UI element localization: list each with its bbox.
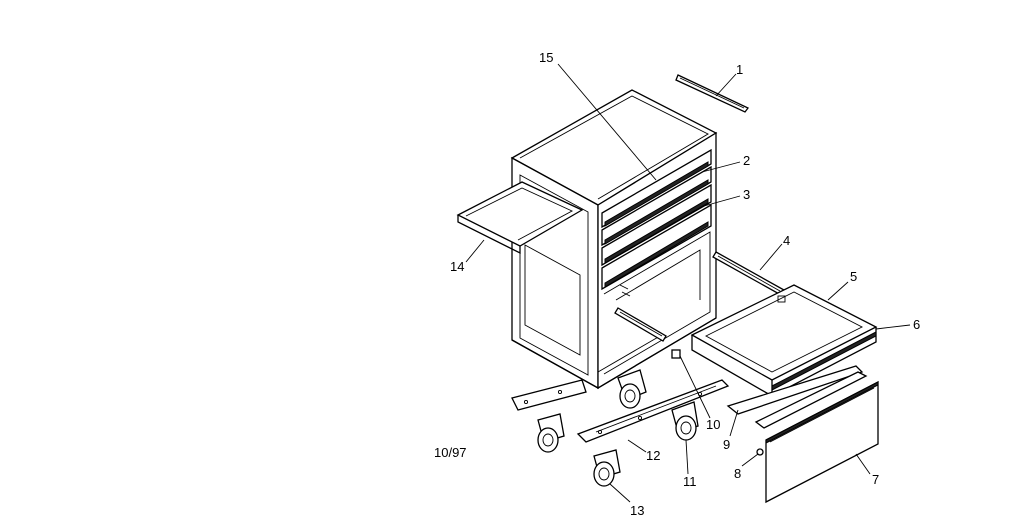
callout-4: 4	[783, 233, 790, 248]
left-base-bracket	[511, 379, 587, 411]
callout-1: 1	[736, 62, 743, 77]
part-5-drawer	[690, 284, 878, 398]
part-10-slide-rail	[614, 307, 681, 359]
callout-3: 3	[743, 187, 750, 202]
callout-9: 9	[723, 437, 730, 452]
part-11-caster	[671, 401, 699, 441]
callout-8: 8	[734, 466, 741, 481]
caster-front-left	[537, 413, 565, 453]
callout-5: 5	[850, 269, 857, 284]
callout-11: 11	[683, 474, 697, 489]
callout-14: 14	[450, 259, 464, 274]
part-1-strip	[675, 74, 749, 113]
callout-10: 10	[706, 417, 720, 432]
part-14-side-shelf	[456, 181, 584, 255]
part-12-base-plate	[576, 379, 730, 443]
part-8-screw	[756, 448, 764, 456]
callout-12: 12	[646, 448, 660, 463]
callout-13: 13	[630, 503, 644, 518]
cabinet-body	[510, 89, 718, 390]
date-code: 10/97	[434, 445, 467, 460]
leader-lines	[465, 63, 911, 503]
callout-6: 6	[913, 317, 920, 332]
callout-2: 2	[743, 153, 750, 168]
callout-7: 7	[872, 472, 879, 487]
callout-15: 15	[539, 50, 553, 65]
part-9-drawer-bottom	[726, 365, 868, 429]
part-7-front-panel	[765, 380, 879, 504]
part-4-slide-rail	[712, 251, 785, 296]
caster-rear-right	[617, 369, 647, 409]
part-13-caster	[593, 449, 621, 487]
